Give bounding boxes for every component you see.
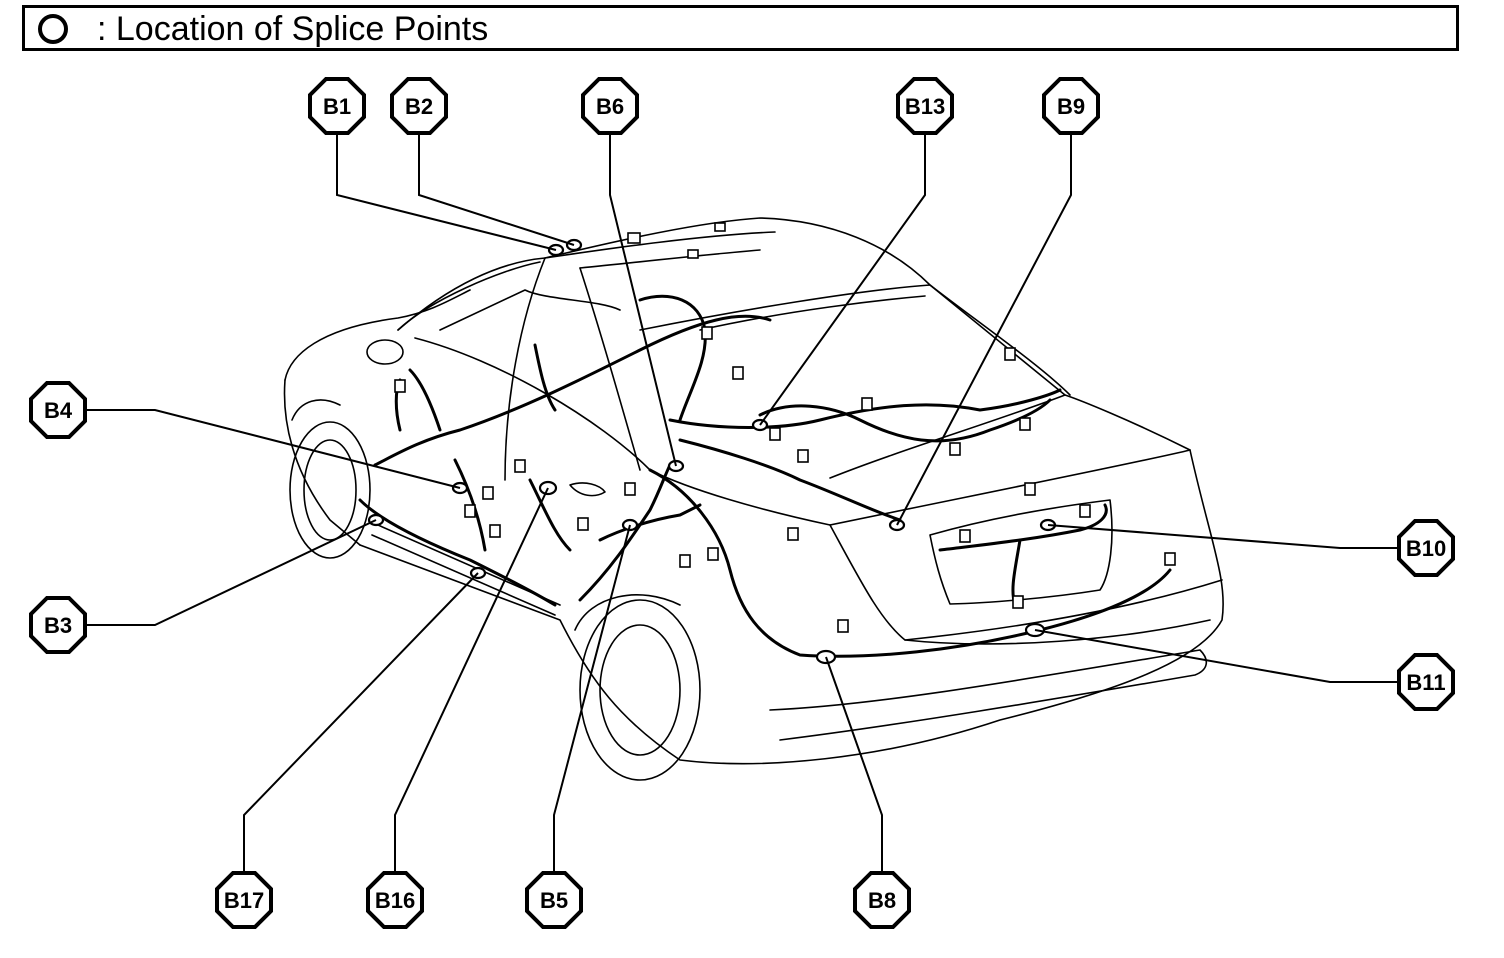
callout-label: B6	[596, 94, 624, 119]
callout-label: B11	[1406, 670, 1445, 695]
leader-b1	[336, 131, 557, 251]
leader-b17	[243, 572, 479, 875]
callout-b10: B10	[1397, 519, 1455, 577]
callout-label: B8	[868, 888, 896, 913]
leader-b16	[394, 487, 549, 875]
callout-b13: B13	[896, 77, 954, 135]
callout-b17: B17	[215, 871, 273, 929]
leader-b11	[1034, 629, 1398, 683]
callout-b5: B5	[525, 871, 583, 929]
octagon-icon	[215, 871, 273, 929]
octagon-icon	[525, 871, 583, 929]
octagon-icon	[896, 77, 954, 135]
connectors	[394, 222, 1176, 633]
octagon-icon	[1042, 77, 1100, 135]
callout-b16: B16	[366, 871, 424, 929]
callout-b8: B8	[853, 871, 911, 929]
leader-b4	[86, 409, 461, 489]
leader-lines	[86, 131, 1398, 875]
callout-b1: B1	[308, 77, 366, 135]
hollow-circle-icon	[38, 14, 68, 44]
leader-b10	[1047, 524, 1398, 549]
leader-b2	[418, 131, 575, 246]
leader-b3	[86, 519, 377, 626]
octagon-icon	[366, 871, 424, 929]
callout-b4: B4	[29, 381, 87, 439]
callout-b9: B9	[1042, 77, 1100, 135]
octagon-icon	[308, 77, 366, 135]
octagon-icon	[853, 871, 911, 929]
octagon-icon	[29, 381, 87, 439]
callout-label: B17	[224, 888, 264, 913]
callout-b3: B3	[29, 596, 87, 654]
callout-b6: B6	[581, 77, 639, 135]
callout-label: B1	[323, 94, 351, 119]
leader-b9	[896, 131, 1072, 526]
octagon-icon	[1397, 653, 1455, 711]
callout-b2: B2	[390, 77, 448, 135]
legend-title: : Location of Splice Points	[97, 10, 489, 48]
leader-b13	[759, 131, 926, 426]
callout-label: B5	[540, 888, 568, 913]
splice-points	[367, 238, 1057, 665]
leader-b8	[825, 656, 883, 875]
car-illustration	[283, 217, 1224, 781]
callout-label: B16	[375, 888, 415, 913]
callout-label: B2	[405, 94, 433, 119]
wire-harness	[358, 294, 1172, 658]
octagon-icon	[390, 77, 448, 135]
callout-b11: B11	[1397, 653, 1455, 711]
octagon-icon	[29, 596, 87, 654]
callout-label: B4	[44, 398, 73, 423]
callout-label: B13	[905, 94, 945, 119]
leader-b6	[609, 131, 677, 467]
leader-b5	[553, 524, 631, 875]
octagon-icon	[1397, 519, 1455, 577]
callout-label: B3	[44, 613, 72, 638]
legend-box: : Location of Splice Points	[22, 5, 1459, 51]
octagon-icon	[581, 77, 639, 135]
callout-label: B9	[1057, 94, 1085, 119]
callout-label: B10	[1406, 536, 1446, 561]
